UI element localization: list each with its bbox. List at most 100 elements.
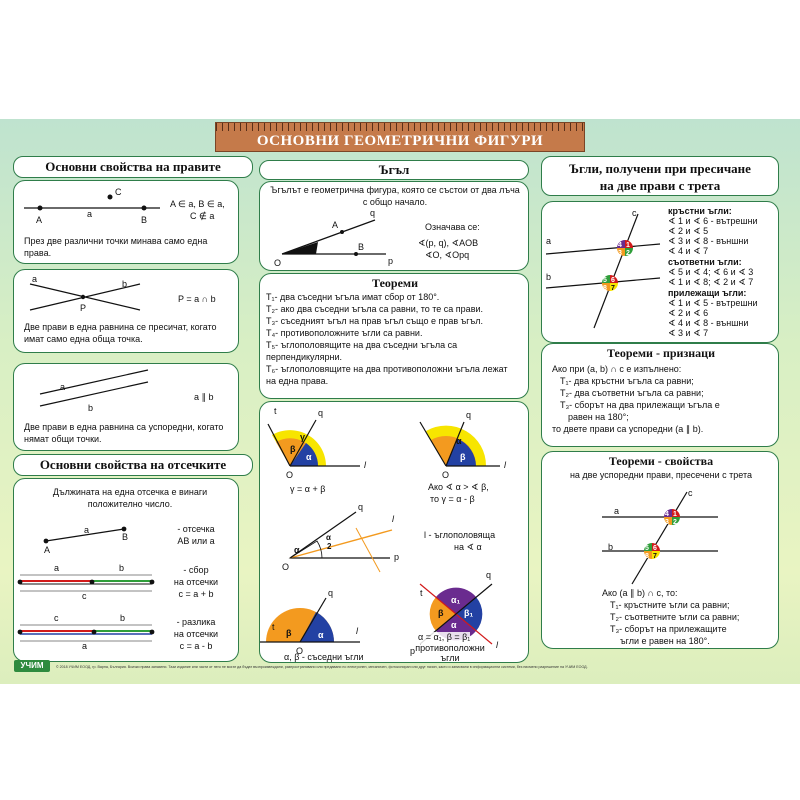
- d3-label-2: на ∢ α: [454, 542, 482, 552]
- angle-definition-box: Ъгълът е геометрична фигура, която се съ…: [259, 181, 529, 271]
- transversal-header-1: Ъгли, получени при пресичане: [569, 161, 751, 176]
- line-a-label: a: [60, 382, 66, 392]
- publisher-logo: УЧИМ: [14, 660, 50, 672]
- d5-ray-q: q: [486, 570, 492, 580]
- line-b-label: b: [608, 542, 614, 552]
- angle-num-7: 7: [653, 553, 657, 560]
- sign-3: T₃- сборът на два прилежащи ъгъла е: [560, 400, 720, 410]
- line-c-label: c: [688, 488, 693, 498]
- d2-vertex-o: O: [442, 470, 450, 480]
- theorem-5: T₅- ъглополовящите на два съседни ъгъла …: [266, 340, 458, 362]
- ray-q-label: q: [370, 208, 376, 218]
- segments-header: Основни свойства на отсечките: [13, 454, 253, 476]
- cross-header: кръстни ъгли:: [668, 206, 732, 216]
- angle-num-3: 3: [665, 519, 669, 526]
- adj-1: ∢ 1 и ∢ 5 - вътрешни: [668, 298, 758, 308]
- vertex-o-label: O: [274, 258, 282, 268]
- point-b-label: B: [358, 242, 365, 252]
- angle-num-4: 4: [665, 511, 669, 518]
- d5-alpha: α: [451, 620, 457, 630]
- segments-intro: Дължината на една отсечка е винаги полож…: [52, 487, 208, 509]
- signs-header: Теореми - признаци: [606, 346, 716, 360]
- d5-beta: β: [438, 608, 444, 618]
- d5-caption-1: противоположни: [415, 643, 485, 653]
- lines-box-1: A B C a A ∈ a, B ∈ a, C ∉ a През две раз…: [13, 180, 239, 264]
- lines-header: Основни свойства на правите: [13, 156, 253, 178]
- copyright-text: © 2018 УЧИМ ЕООД, гр. Варна, България. В…: [56, 665, 588, 669]
- point-c-label: C: [115, 187, 122, 197]
- d1-alpha: α: [306, 452, 312, 462]
- theorem-1: T₁- два съседни ъгъла имат сбор от 180°.: [266, 292, 440, 302]
- line-through-points-diagram: [24, 194, 160, 211]
- diff-equation: c = a - b: [179, 641, 213, 651]
- d1-ray-q: q: [318, 408, 324, 418]
- d5-caption-2: ъгли: [440, 653, 460, 663]
- props-box: Теореми - свойства на две успоредни прав…: [541, 451, 779, 649]
- d3-vertex-o: O: [282, 562, 290, 572]
- line-a-label: a: [32, 274, 38, 284]
- segments-box: Дължината на една отсечка е винаги полож…: [13, 478, 239, 662]
- angle-diagrams-box: t q l O α β γ γ = α + β q l O β α Ако ∢ …: [259, 401, 529, 663]
- notation-1: ∢(p, q), ∢AOB: [418, 238, 479, 248]
- line-a-label: a: [546, 236, 552, 246]
- sign-2: T₂- два съответни ъгъла са равни;: [560, 388, 704, 398]
- corr-2: ∢ 1 и ∢ 8; ∢ 2 и ∢ 7: [668, 277, 754, 287]
- d2-ray-q: q: [466, 410, 472, 420]
- angle-num-1: 1: [673, 511, 677, 518]
- transversal-box: a b c 4 1 3 2 5 6 8 7 кръстни ъгли: ∢ 1 …: [541, 201, 779, 343]
- corr-1: ∢ 5 и ∢ 4; ∢ 6 и ∢ 3: [668, 267, 754, 277]
- prop-2: T₂- съответните ъгли са равни;: [610, 612, 740, 622]
- cross-1: ∢ 1 и ∢ 6 - вътрешни: [668, 216, 758, 226]
- d4-caption: α, β - съседни ъгли: [284, 652, 364, 662]
- signs-intro: Ако при (a, b) ∩ c е изпълнено:: [552, 364, 682, 374]
- d3-two: 2: [327, 542, 332, 551]
- d1-ray-l: l: [364, 460, 366, 470]
- angle-num-1: 4: [618, 242, 622, 249]
- diff-a-label: a: [82, 641, 88, 651]
- sum-c-label: c: [82, 591, 87, 601]
- point-a-label: A: [332, 220, 339, 230]
- angle-diagram: [281, 219, 386, 256]
- adj-3: ∢ 4 и ∢ 8 - външни: [668, 318, 749, 328]
- segments-diagrams: [17, 526, 155, 642]
- d4-beta: β: [286, 628, 292, 638]
- transversal-header-2: на две прави с трета: [599, 178, 721, 193]
- theorems-header: Теореми: [372, 276, 418, 290]
- angle-num-6: 6: [653, 545, 657, 552]
- transversal-diagram: [545, 213, 661, 329]
- theorem-2: T₂- ако два съседни ъгъла са равни, то т…: [266, 304, 483, 314]
- d5-beta1: β₁: [464, 608, 474, 618]
- signs-conclusion: то двете прави са успоредни (a ∥ b).: [552, 424, 704, 434]
- ray-p-label: p: [388, 256, 394, 266]
- d4-ray-t: t: [272, 622, 275, 632]
- page-title: ОСНОВНИ ГЕОМЕТРИЧНИ ФИГУРИ: [256, 133, 544, 149]
- ruler-ticks: [216, 123, 584, 131]
- parallel-lines-diagram: [39, 369, 149, 407]
- d5-alpha1: α₁: [451, 595, 461, 605]
- d4-vertex-o: O: [296, 646, 304, 656]
- parallel-rel: a ∥ b: [194, 392, 214, 402]
- sign-1: T₁- два кръстни ъгъла са равни;: [560, 376, 694, 386]
- prop-1: T₁- кръстните ъгли са равни;: [610, 600, 730, 610]
- sum-label-2: на отсечки: [173, 577, 219, 587]
- upper-angle-circle: [617, 240, 633, 256]
- prop-3-cont: ъгли е равен на 180°.: [620, 636, 710, 646]
- theorem-6: T₆- ъглополовящите на два противоположни…: [266, 364, 508, 386]
- angle-num-4: 2: [626, 250, 630, 257]
- segment-a-label: a: [84, 525, 90, 535]
- d1-gamma: γ: [300, 432, 306, 442]
- d3-alpha: α: [294, 545, 300, 555]
- lines-box-2: a b P P = a ∩ b Две прави в една равнина…: [13, 269, 239, 353]
- sum-a-label: a: [54, 563, 60, 573]
- intersection-rel: P = a ∩ b: [178, 294, 216, 304]
- sign-3-cont: равен на 180°;: [568, 412, 629, 422]
- diff-b-label: b: [120, 613, 126, 623]
- cross-3: ∢ 3 и ∢ 8 - външни: [668, 236, 749, 246]
- transversal-header: Ъгли, получени при пресичане на две прав…: [541, 156, 779, 196]
- angle-num-6: 6: [611, 277, 615, 284]
- angle-num-5: 5: [603, 277, 607, 284]
- d2-ray-l: l: [504, 460, 506, 470]
- d3-ray-p: p: [394, 552, 400, 562]
- corr-header: съответни ъгли:: [668, 257, 742, 267]
- membership-rel-1: A ∈ a, B ∈ a,: [170, 199, 225, 209]
